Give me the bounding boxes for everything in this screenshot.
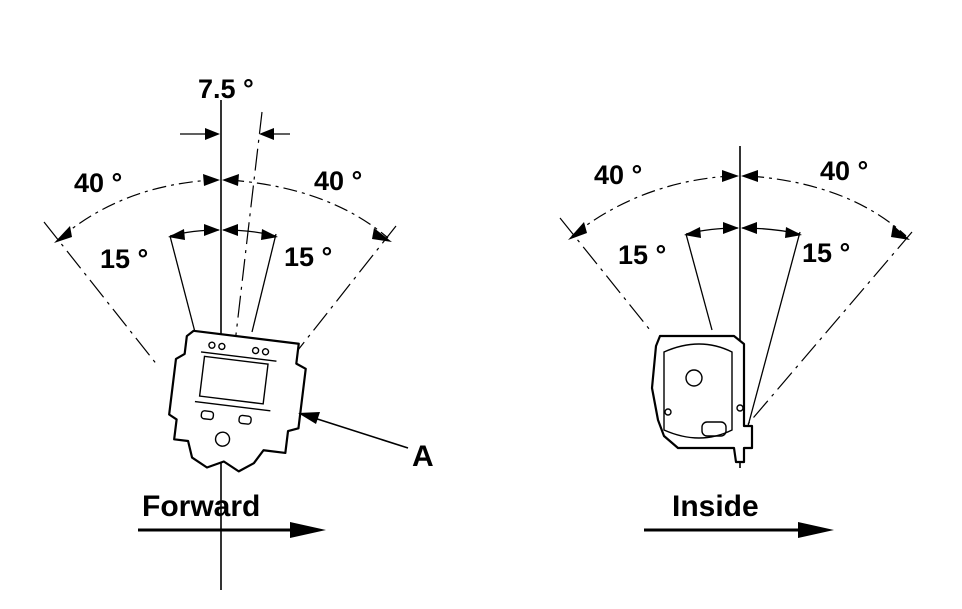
right-sensor-pin-2 xyxy=(736,404,744,412)
right-40-arc-left xyxy=(571,175,731,237)
left-15-left-line xyxy=(169,235,197,337)
left-sensor-housing xyxy=(168,329,307,473)
callout-a-arrowhead xyxy=(298,412,320,424)
left-40-arrow-left-center xyxy=(203,174,220,186)
right-sensor-unit xyxy=(650,334,754,464)
left-40-right-label: 40 ° xyxy=(314,166,362,196)
left-sensor-hole-2 xyxy=(218,342,226,351)
callout-a-leader xyxy=(307,415,409,449)
right-sensor-drum-outline xyxy=(663,343,733,439)
right-40-arrow-left-center xyxy=(722,170,739,182)
right-40-left-label: 40 ° xyxy=(594,160,642,190)
right-sensor-center-hole xyxy=(685,369,703,387)
left-sensor-slot-2 xyxy=(238,414,252,425)
left-sensor-hole-1 xyxy=(208,341,216,349)
left-sensor-hole-4 xyxy=(261,348,270,356)
left-40-right-line xyxy=(297,225,397,351)
right-15-left-line xyxy=(685,233,713,331)
right-view: 40 ° 40 ° 15 ° 15 ° Inside xyxy=(559,146,913,538)
right-40-right-label: 40 ° xyxy=(820,156,868,186)
right-sensor-pin-1 xyxy=(664,408,672,416)
inside-label: Inside xyxy=(672,490,759,523)
right-15-arrow-right-center xyxy=(741,222,757,234)
right-15-arrow-left-center xyxy=(723,222,739,234)
left-sensor-window xyxy=(198,355,269,405)
left-15-arrow-right-end xyxy=(261,229,278,240)
left-7-5-arrow-right xyxy=(259,128,274,140)
right-40-arrow-left-end xyxy=(568,222,587,240)
right-40-left-line xyxy=(559,217,651,331)
left-15-arrow-left-center xyxy=(204,224,220,236)
left-15-arrow-left-end xyxy=(168,229,185,240)
left-40-left-label: 40 ° xyxy=(74,168,122,198)
left-40-arrow-right-center xyxy=(222,174,239,186)
left-7-5-arrow-left xyxy=(205,128,220,140)
callout-a-label: A xyxy=(412,440,434,473)
left-40-arc-right xyxy=(229,179,389,239)
right-40-arc-right xyxy=(749,175,907,237)
left-sensor-hole-3 xyxy=(251,346,260,355)
right-sensor-slot xyxy=(701,421,727,437)
left-40-arrow-right-end xyxy=(372,228,392,242)
left-15-left-label: 15 ° xyxy=(100,244,148,274)
left-40-arrow-left-end xyxy=(54,226,72,243)
right-15-arrow-left-end xyxy=(684,227,701,238)
forward-arrow-head xyxy=(290,522,326,538)
left-sensor-slot-1 xyxy=(200,410,215,421)
right-40-arrow-right-center xyxy=(741,170,758,182)
left-sensor-rib-2 xyxy=(194,400,271,412)
left-sensor-unit xyxy=(168,329,307,473)
right-sensor-housing xyxy=(650,334,754,464)
left-15-arrow-right-center xyxy=(222,224,238,236)
forward-label: Forward xyxy=(142,490,260,523)
left-40-left-line xyxy=(43,221,159,367)
left-40-arc-left xyxy=(57,179,213,241)
left-15-right-label: 15 ° xyxy=(284,242,332,272)
right-40-arrow-right-end xyxy=(891,225,910,240)
right-15-right-label: 15 ° xyxy=(802,238,850,268)
inside-arrow-head xyxy=(798,522,834,538)
right-15-right-line xyxy=(747,231,801,427)
right-15-left-label: 15 ° xyxy=(618,240,666,270)
left-15-right-line xyxy=(251,233,277,333)
left-tilt-axis xyxy=(225,111,263,421)
left-sensor-bolt-hole xyxy=(214,431,231,447)
left-7-5-label: 7.5 ° xyxy=(198,74,254,104)
right-40-right-line xyxy=(747,231,913,425)
left-view: A 7.5 ° 40 ° 40 ° 15 ° 15 ° Forward xyxy=(43,74,434,590)
right-15-arrow-right-end xyxy=(785,227,802,238)
left-sensor-rib xyxy=(200,351,277,362)
